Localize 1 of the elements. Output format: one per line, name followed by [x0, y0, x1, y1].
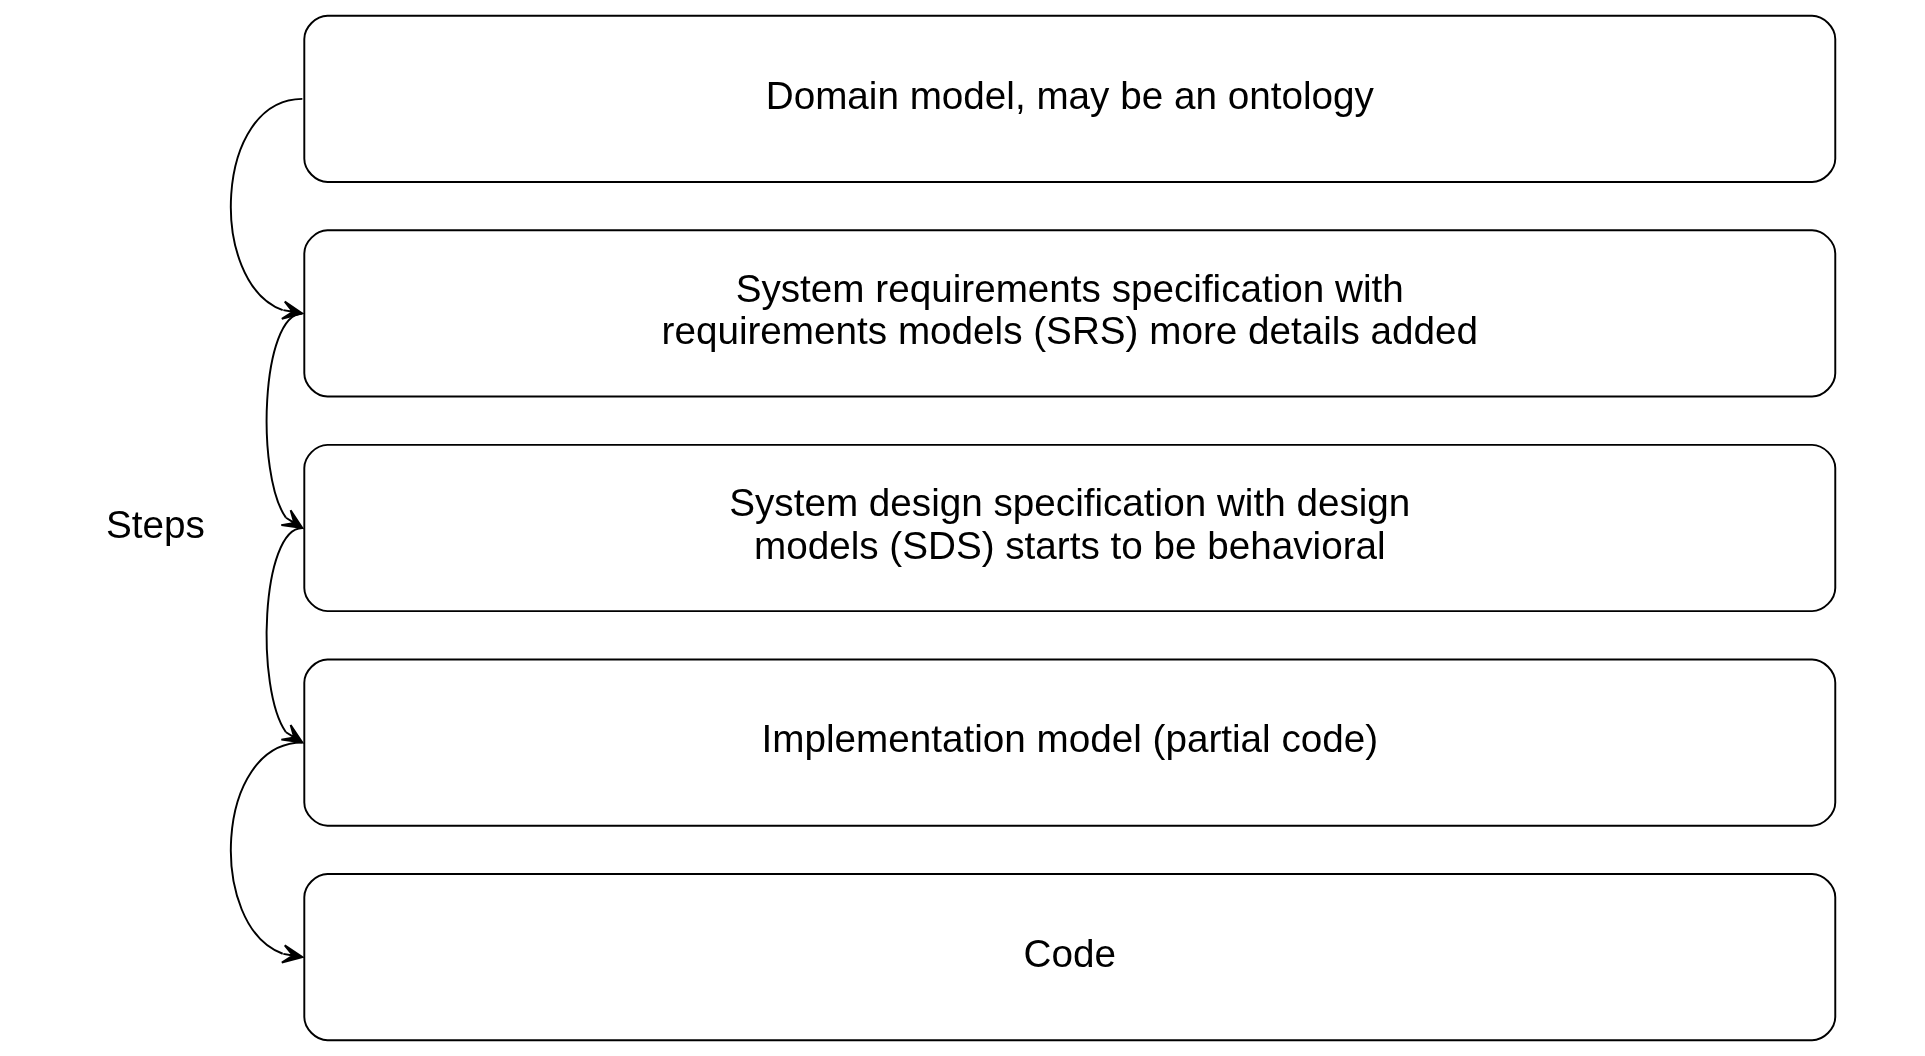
- label: Steps: [106, 502, 205, 546]
